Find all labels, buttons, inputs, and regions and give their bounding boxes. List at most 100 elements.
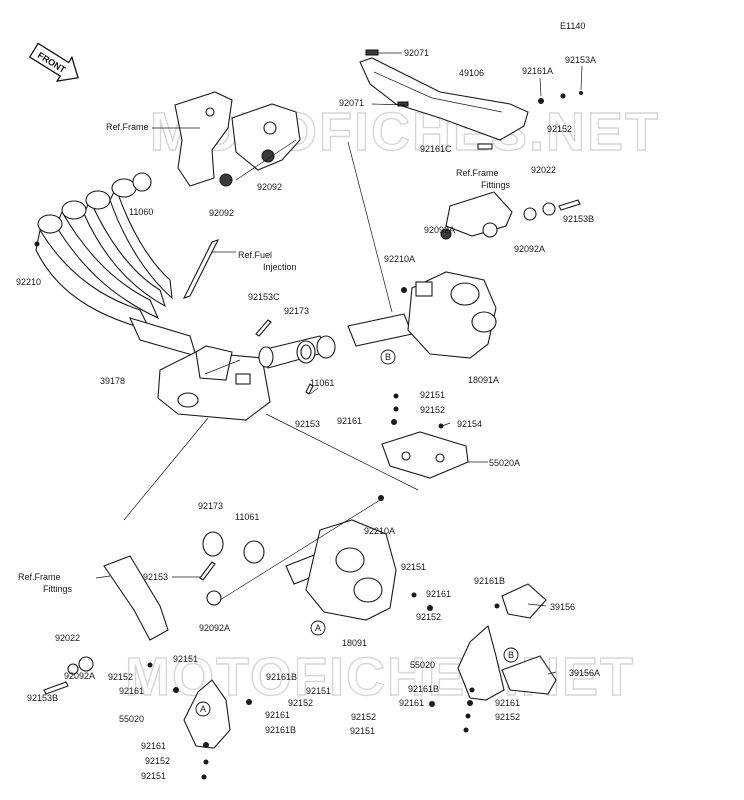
gasket-icon [243, 540, 265, 564]
part-label: 92161 [399, 698, 424, 708]
part-label: 92071 [339, 98, 364, 108]
part-label: 92161C [420, 144, 452, 154]
part-label: 55020 [410, 660, 435, 670]
grommet-icon [261, 149, 275, 163]
heat-cover-55020a [381, 431, 469, 479]
part-label: 92210A [364, 526, 395, 536]
frame-fittings-right [445, 191, 581, 238]
part-label: 11060 [129, 207, 153, 217]
part-label: 92153 [295, 419, 320, 429]
ref-frame-fittings-label: Fittings [43, 584, 73, 594]
part-label: 92210A [384, 254, 415, 264]
catalyst-box-39178 [157, 345, 271, 421]
ref-frame-label: Ref.Frame [106, 122, 149, 132]
part-label: 39156 [550, 602, 575, 612]
part-labels: 92071 49106 92161A 92153A 92071 92152 92… [16, 48, 600, 781]
part-label: 92092A [514, 244, 545, 254]
clamp-icon [202, 531, 224, 557]
exhaust-headers [35, 178, 197, 357]
part-label: 92092A [64, 671, 95, 681]
part-label: 92152 [145, 756, 170, 766]
part-label: 92210 [16, 277, 41, 287]
part-label: 92152 [416, 612, 441, 622]
marker-a-label: A [200, 704, 206, 714]
part-label: 92161B [265, 725, 296, 735]
heat-guard-39156a [501, 655, 557, 695]
grommet-icon [219, 173, 233, 187]
part-label: 92151 [350, 726, 375, 736]
marker-a-icon: A [195, 701, 211, 717]
part-label: 92173 [198, 501, 223, 511]
heat-shield-49106 [359, 57, 529, 141]
gasket-ring-icon [132, 172, 152, 192]
part-label: 92161A [522, 66, 553, 76]
muffler-18091a [347, 271, 497, 359]
part-label: 92161B [408, 684, 439, 694]
clamp-icon [296, 340, 316, 364]
frame-fittings-left [43, 555, 222, 695]
part-label: 18091A [468, 375, 499, 385]
part-label: 92153A [565, 55, 596, 65]
part-label: 92153 [143, 572, 168, 582]
part-label: 92151 [420, 390, 445, 400]
part-label: 92161 [265, 710, 290, 720]
part-label: 18091 [342, 638, 367, 648]
part-label: 92161 [495, 698, 520, 708]
ref-frame-fittings-label: Fittings [481, 180, 511, 190]
sensor-icon [182, 239, 220, 299]
part-label: 92092A [199, 623, 230, 633]
part-label: 39178 [100, 376, 125, 386]
part-label: 92173 [284, 306, 309, 316]
bolt-icon [199, 561, 216, 581]
part-label: 11061 [235, 512, 259, 522]
part-label: 92152 [351, 712, 376, 722]
heat-cover-55020-right [457, 624, 505, 701]
part-label: 11061 [310, 378, 334, 388]
part-label: 39156A [569, 668, 600, 678]
part-label: 92161 [141, 741, 166, 751]
marker-b-icon: B [503, 647, 519, 663]
part-label: 92161B [474, 576, 505, 586]
part-label: 92151 [141, 771, 166, 781]
bolt-icon [305, 383, 314, 395]
part-label: 55020 [119, 714, 144, 724]
part-label: 92154 [457, 419, 482, 429]
marker-a-label: A [315, 623, 321, 633]
marker-b-icon: B [380, 349, 396, 365]
part-label: 92153C [248, 292, 280, 302]
ref-frame-fittings-label: Ref.Frame [456, 168, 499, 178]
part-label: 92161 [119, 686, 144, 696]
part-label: 92152 [108, 672, 133, 682]
clip-icon [365, 49, 379, 56]
part-label: 92092 [209, 208, 234, 218]
bolt-icon [255, 319, 272, 337]
diagram-id: E1140 [560, 21, 585, 31]
part-label: 92022 [55, 633, 80, 643]
part-label: 92151 [401, 562, 426, 572]
marker-b-label: B [508, 650, 514, 660]
frame-bracket-top [174, 91, 301, 187]
part-label: 92152 [495, 712, 520, 722]
part-label: 92092A [424, 225, 455, 235]
marker-a-icon: A [310, 620, 326, 636]
part-label: 92151 [306, 686, 331, 696]
part-label: 92022 [531, 165, 556, 175]
front-arrow-icon: FRONT [28, 42, 79, 83]
part-label: 92153B [563, 214, 594, 224]
ref-fuel-injection-label: Injection [263, 262, 297, 272]
gasket-icon [316, 335, 336, 359]
clip-icon [397, 101, 409, 107]
part-label: 92161 [426, 589, 451, 599]
part-label: 92152 [288, 698, 313, 708]
part-label: 92092 [257, 182, 282, 192]
part-label: 92152 [547, 124, 572, 134]
part-label: 92153B [27, 693, 58, 703]
part-label: 55020A [489, 458, 520, 468]
muffler-18091 [285, 519, 397, 621]
marker-b-label: B [385, 352, 391, 362]
part-label: 92071 [404, 48, 429, 58]
part-label: 49106 [459, 68, 484, 78]
ref-frame-fittings-label: Ref.Frame [18, 572, 61, 582]
part-label: 92151 [173, 654, 198, 664]
